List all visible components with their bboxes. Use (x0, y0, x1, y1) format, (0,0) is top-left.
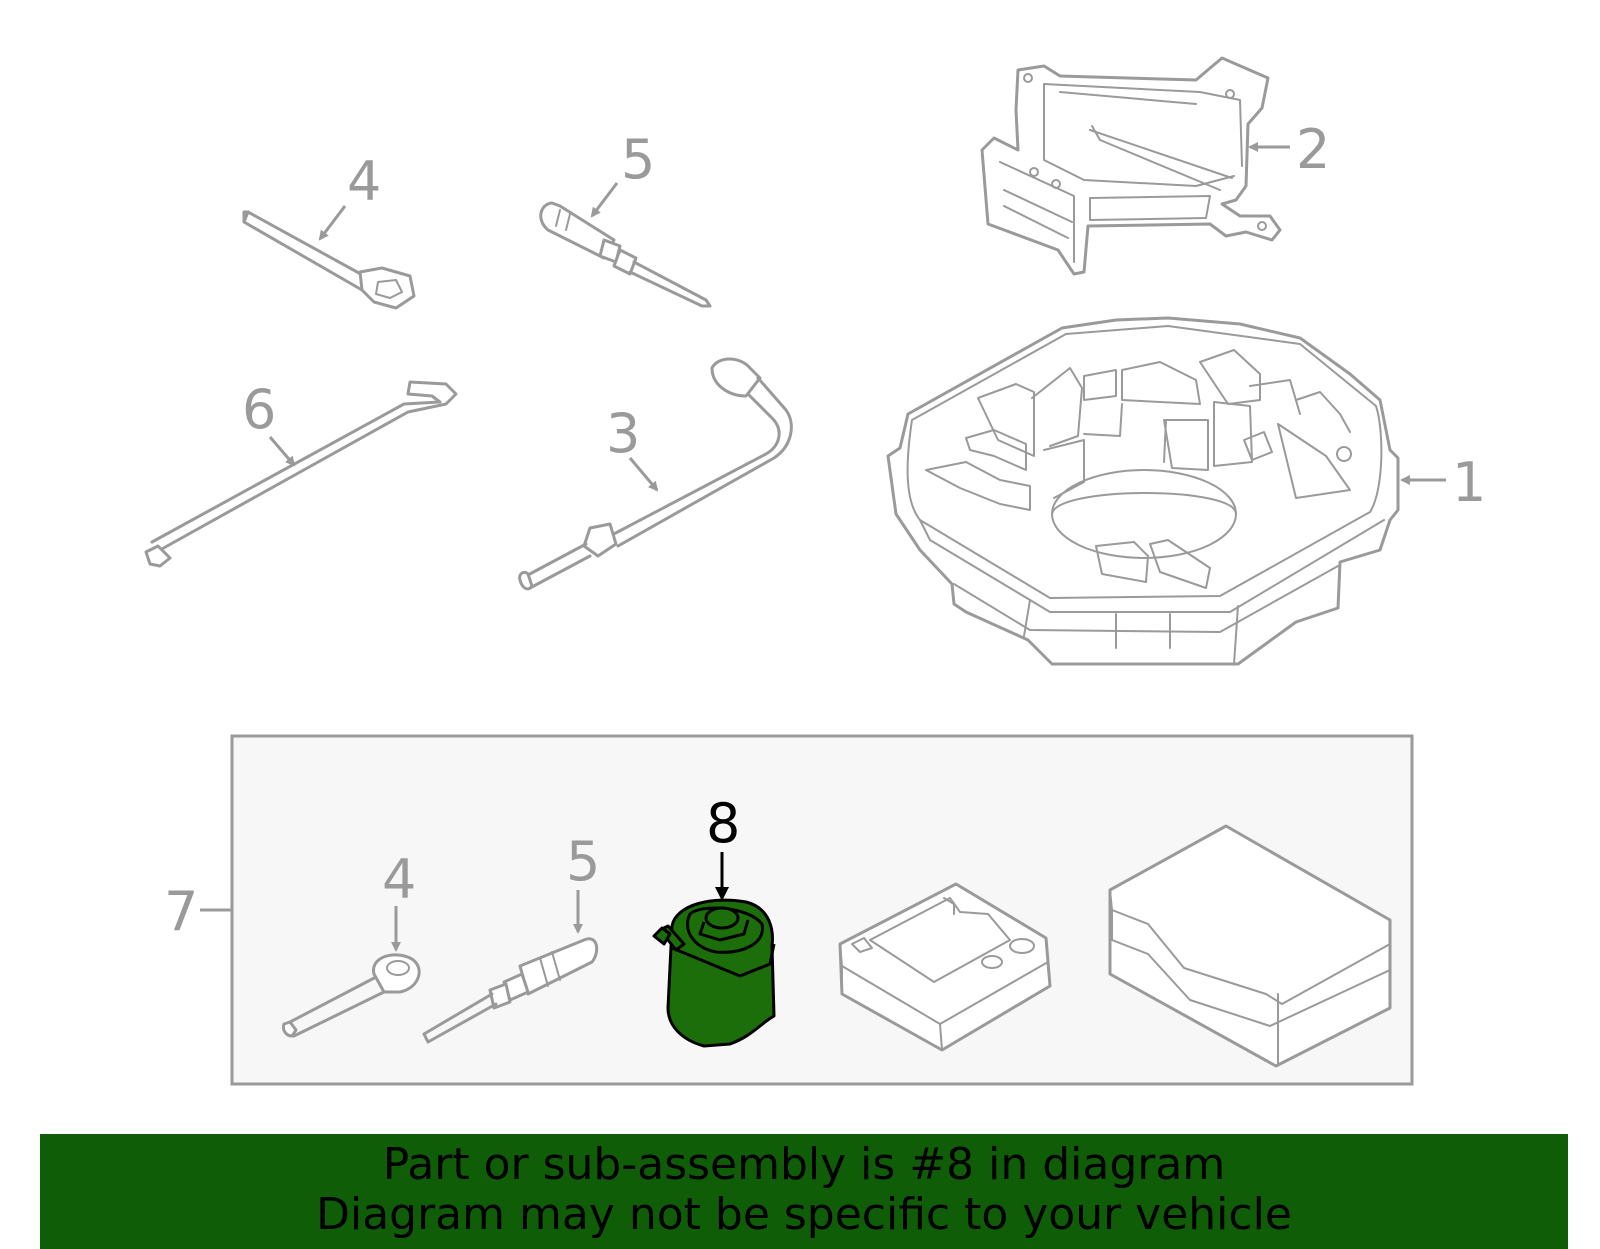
callout-8: 8 (706, 792, 740, 855)
part-2-scissor-jack[interactable] (980, 56, 1282, 276)
kit-case[interactable] (1108, 824, 1392, 1068)
footer-banner: Part or sub-assembly is #8 in diagram Di… (40, 1134, 1568, 1249)
part-5-screwdriver-top[interactable] (539, 201, 712, 308)
callout-5-top: 5 (621, 128, 655, 191)
part-4-tow-eye-top[interactable] (242, 210, 416, 310)
callout-4-top: 4 (347, 150, 381, 213)
callout-2: 2 (1296, 118, 1330, 181)
kit-compressor-box[interactable] (838, 882, 1052, 1052)
footer-line-2: Diagram may not be specific to your vehi… (316, 1189, 1292, 1240)
callout-5-kit: 5 (566, 830, 600, 893)
callout-3: 3 (606, 402, 640, 465)
part-3-lug-wrench[interactable] (518, 357, 793, 591)
callout-6: 6 (242, 378, 276, 441)
leader-5-top (590, 182, 619, 218)
leader-4-top (318, 205, 347, 241)
part-1-storage-tray[interactable] (886, 316, 1400, 666)
callout-4-kit: 4 (382, 848, 416, 911)
callout-7: 7 (164, 880, 198, 943)
leader-6 (268, 436, 296, 467)
footer-line-1: Part or sub-assembly is #8 in diagram (382, 1139, 1226, 1190)
part-5-screwdriver-kit[interactable] (422, 937, 599, 1044)
leader-3 (628, 457, 659, 492)
part-8-highlighted[interactable] (652, 898, 776, 1048)
part-6-jack-rod[interactable] (144, 380, 458, 568)
part-4-tow-eye-kit[interactable] (282, 953, 421, 1038)
callout-1: 1 (1452, 451, 1486, 514)
